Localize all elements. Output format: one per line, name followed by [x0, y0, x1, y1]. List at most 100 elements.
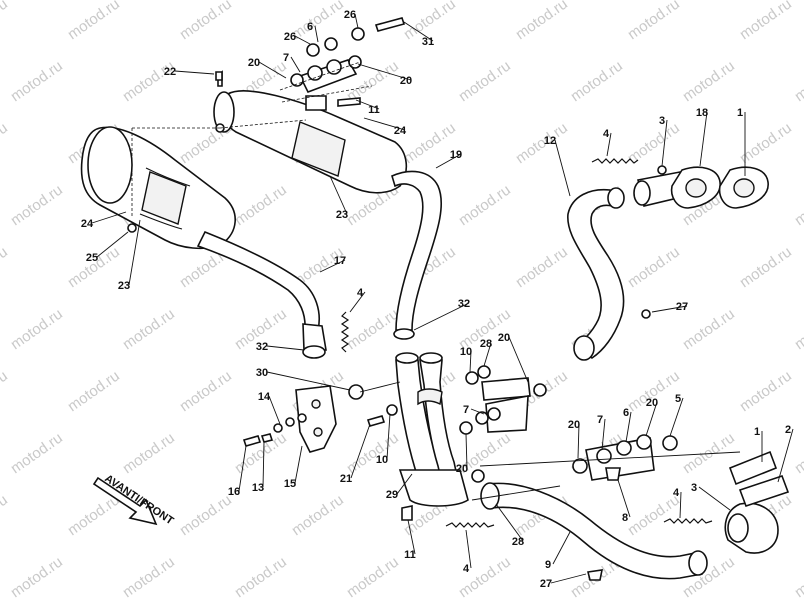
callout-leader — [554, 139, 571, 197]
watermark-text: motod.ru — [65, 367, 123, 415]
callout-leader — [469, 350, 472, 373]
callout-leader — [651, 305, 688, 313]
part-number-label: 7 — [283, 52, 289, 64]
callout-leader — [407, 519, 416, 555]
part-number-label: 28 — [480, 338, 492, 350]
callout-leader — [128, 219, 141, 286]
part-number-label: 2 — [785, 424, 791, 436]
watermark-text: motod.ru — [625, 243, 683, 291]
watermark-text: motod.ru — [737, 367, 795, 415]
part-number-label: 20 — [248, 57, 260, 69]
watermark-text: motod.ru — [513, 119, 571, 167]
watermark-text: motod.ru — [680, 305, 738, 353]
collector-pipe — [395, 352, 469, 507]
watermark-text: motod.ru — [0, 367, 11, 415]
watermark-text: motod.ru — [456, 57, 514, 105]
rear-silencer-right — [213, 59, 442, 340]
part-number-label: 4 — [673, 487, 680, 499]
front-header-pipe-left — [480, 450, 790, 580]
callout-leader — [386, 413, 391, 460]
part-number-label: 20 — [456, 463, 468, 475]
part-number-label: 29 — [386, 489, 398, 501]
part-number-label: 3 — [659, 115, 665, 127]
part-number-label: 24 — [81, 218, 94, 230]
part-number-label: 32 — [458, 298, 470, 310]
rear-silencer-left — [80, 126, 327, 359]
callout-leader — [679, 491, 682, 519]
watermark-text: motod.ru — [0, 0, 11, 43]
callout-leader — [617, 479, 631, 518]
lower-hardware-strip — [572, 434, 678, 481]
part-number-label: 18 — [696, 107, 708, 119]
watermark-text: motod.ru — [0, 243, 11, 291]
watermark-text: motod.ru — [344, 429, 402, 477]
part-number-label: 1 — [737, 107, 743, 119]
watermark-text: motod.ru — [513, 0, 571, 43]
part-number-label: 21 — [340, 473, 352, 485]
part-number-label: 22 — [164, 66, 176, 78]
callout-leader — [552, 531, 571, 565]
watermark-text: motod.ru — [456, 553, 514, 601]
part-number-label: 5 — [675, 393, 681, 405]
callout-leader — [550, 573, 587, 584]
callout-leader — [329, 175, 348, 215]
part-number-label: 4 — [463, 563, 470, 575]
watermark-text: motod.ru — [568, 57, 626, 105]
part-number-label: 11 — [368, 104, 380, 116]
callout-leader — [508, 336, 529, 383]
callout-leader — [91, 211, 127, 224]
callout-leader — [319, 259, 346, 273]
callout-leader — [601, 418, 606, 451]
front-header-pipe-right — [567, 158, 769, 361]
part-number-label: 19 — [450, 149, 462, 161]
watermark-text: motod.ru — [792, 429, 804, 477]
part-number-label: 20 — [400, 75, 412, 87]
watermark-text: motod.ru — [232, 181, 290, 229]
watermark-text: motod.ru — [289, 491, 347, 539]
callout-leader — [363, 117, 406, 131]
part-number-label: 17 — [334, 255, 346, 267]
hanger-bracket — [242, 385, 337, 453]
callout-leader — [396, 473, 413, 495]
part-number-label: 6 — [307, 21, 313, 33]
callout-leader — [349, 291, 366, 313]
callout-leader — [174, 70, 215, 75]
watermark-text: motod.ru — [456, 181, 514, 229]
part-number-label: 26 — [284, 31, 296, 43]
callout-leader — [669, 397, 684, 437]
part-number-label: 12 — [544, 135, 556, 147]
watermark-text: motod.ru — [792, 181, 804, 229]
callout-leader — [357, 63, 412, 81]
watermark-text: motod.ru — [65, 0, 123, 43]
watermark-text: motod.ru — [120, 57, 178, 105]
callout-leader — [435, 153, 462, 169]
part-number-label: 3 — [691, 482, 697, 494]
part-number-label: 4 — [603, 128, 610, 140]
callout-leader — [625, 411, 632, 443]
callout-leader — [350, 423, 371, 479]
assembly-lines — [131, 61, 741, 501]
part-number-label: 14 — [258, 391, 271, 403]
watermark-text: motod.ru — [792, 553, 804, 601]
part-number-label: 27 — [540, 578, 552, 590]
watermark-text: motod.ru — [513, 243, 571, 291]
part-number-label: 25 — [86, 252, 98, 264]
part-number-label: 23 — [118, 280, 130, 292]
callout-leaders — [91, 13, 794, 584]
watermark-text: motod.ru — [8, 181, 66, 229]
callout-leader — [465, 529, 472, 569]
watermark-text: motod.ru — [232, 429, 290, 477]
watermark-text: motod.ru — [8, 305, 66, 353]
part-number-label: 7 — [463, 404, 469, 416]
watermark-text: motod.ru — [232, 553, 290, 601]
callout-leader — [577, 423, 580, 459]
watermark-text: motod.ru — [680, 57, 738, 105]
part-number-label: 16 — [228, 486, 240, 498]
watermark-text: motod.ru — [120, 553, 178, 601]
part-number-label: 4 — [357, 287, 364, 299]
callout-leader — [294, 35, 311, 45]
part-number-label: 11 — [404, 549, 416, 561]
part-number-label: 20 — [646, 397, 658, 409]
callout-leader — [606, 132, 612, 157]
